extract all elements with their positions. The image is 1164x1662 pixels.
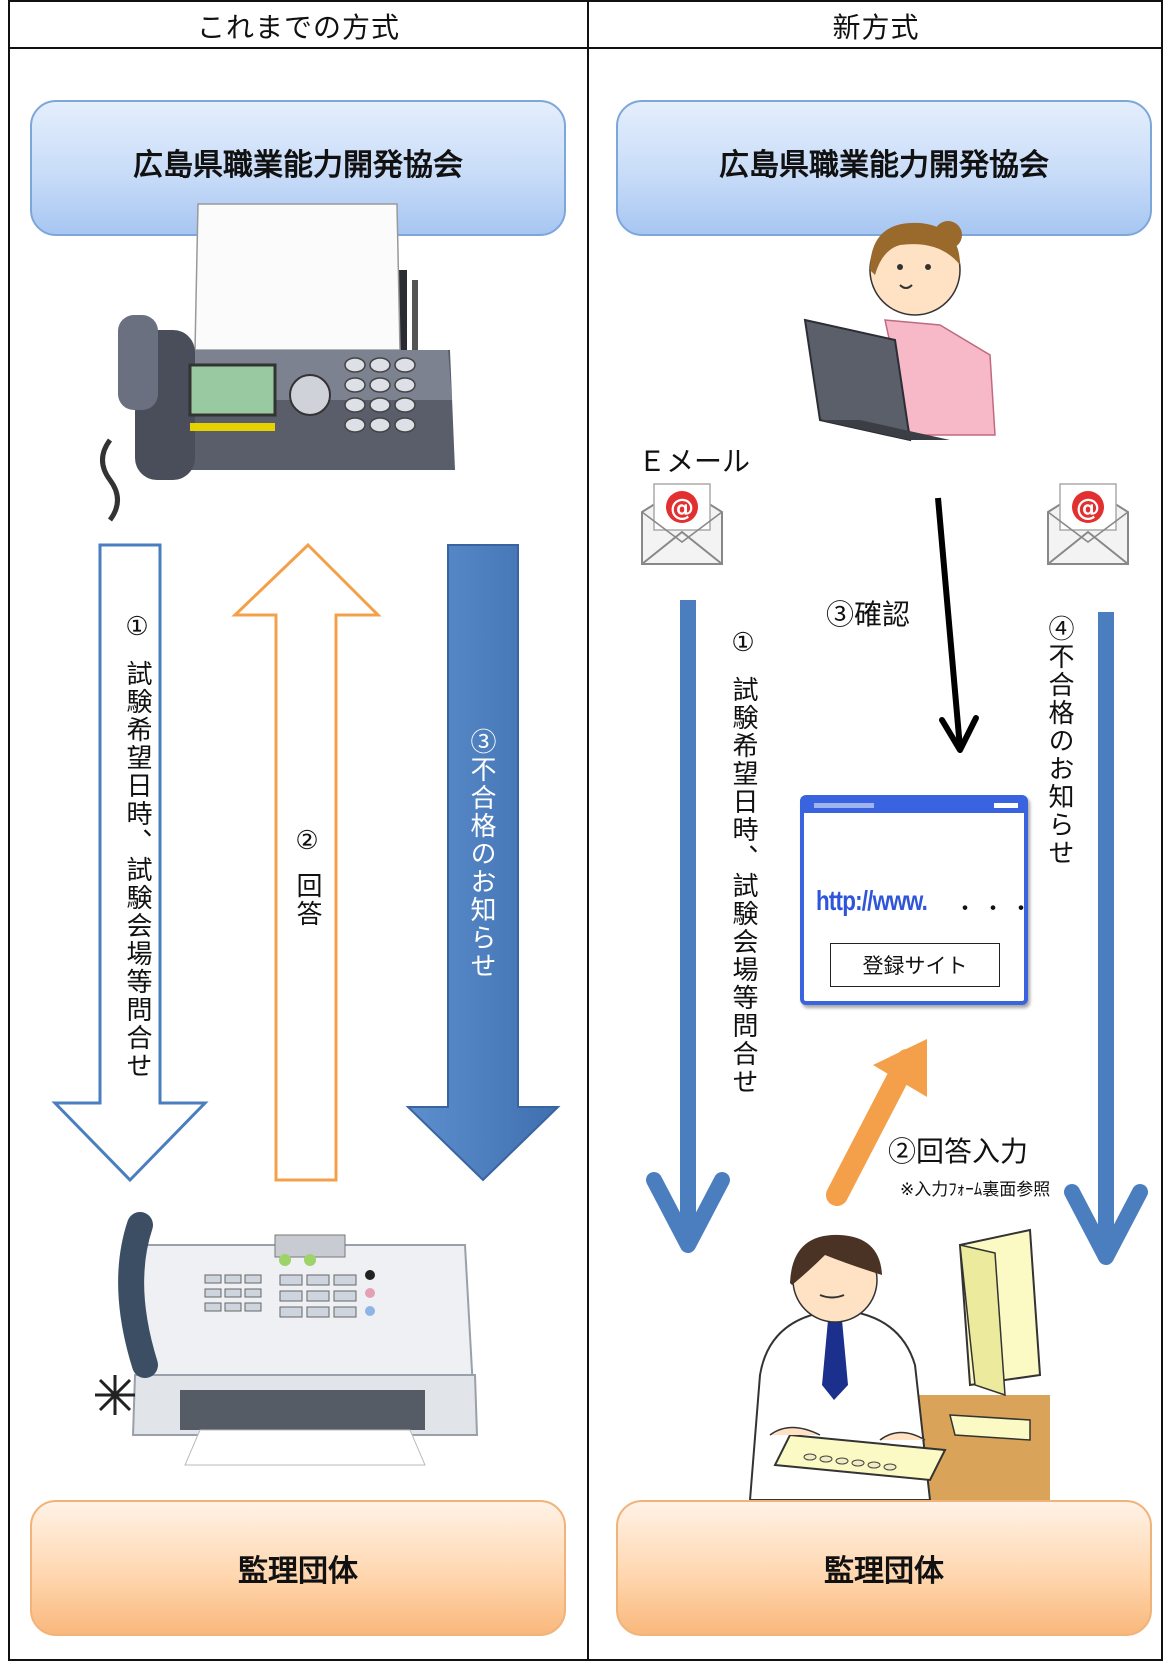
right-column-title: 新方式 bbox=[832, 11, 920, 44]
email-envelope-icon-right: @ bbox=[1047, 483, 1129, 565]
confirm-arrow bbox=[935, 497, 979, 753]
fax-printer-icon bbox=[95, 1212, 479, 1466]
staff-woman-laptop-icon bbox=[803, 221, 996, 442]
left-association-label: 広島県職業能力開発協会 bbox=[133, 148, 463, 183]
answer-input-note: ※入力ﾌｫｰﾑ裏面参照 bbox=[900, 1180, 1051, 1200]
left-column-title: これまでの方式 bbox=[196, 11, 400, 44]
registration-site-button[interactable]: 登録サイト bbox=[830, 943, 1000, 987]
email-at-symbol-right: @ bbox=[1076, 494, 1100, 522]
supervisor-man-computer-icon bbox=[748, 1228, 1050, 1501]
right-association-label: 広島県職業能力開発協会 bbox=[719, 148, 1049, 183]
registration-browser-window: http://www. ・・・ 登録サイト bbox=[800, 795, 1032, 1005]
column-divider bbox=[587, 0, 589, 1661]
header-divider bbox=[8, 47, 1163, 49]
left-supervising-org-box: 監理団体 bbox=[30, 1500, 566, 1636]
table-frame bbox=[8, 0, 1163, 1661]
answer-input-arrow bbox=[826, 1039, 927, 1206]
left-supervising-org-label: 監理団体 bbox=[238, 1554, 358, 1589]
right-fail-notice-arrow bbox=[1064, 612, 1148, 1265]
left-answer-arrow bbox=[231, 542, 382, 1182]
email-label: Ｅメール bbox=[638, 445, 751, 478]
right-inquiry-arrow bbox=[646, 600, 730, 1253]
confirm-label: ③確認 bbox=[826, 598, 911, 631]
left-inquiry-arrow bbox=[51, 543, 209, 1183]
left-fail-notice-arrow bbox=[405, 544, 561, 1182]
right-inquiry-number: ① bbox=[728, 628, 758, 660]
fax-machine-icon bbox=[100, 203, 455, 522]
left-fail-notice-label: ③不合格のお知らせ bbox=[466, 728, 496, 980]
email-envelope-icon-left: @ bbox=[641, 483, 723, 565]
left-answer-number: ② bbox=[292, 826, 322, 858]
right-supervising-org-label: 監理団体 bbox=[824, 1554, 944, 1589]
left-answer-label: 回答 bbox=[292, 872, 322, 928]
right-supervising-org-box: 監理団体 bbox=[616, 1500, 1152, 1636]
answer-input-label: ②回答入力 bbox=[888, 1135, 1029, 1168]
email-at-symbol-left: @ bbox=[670, 494, 694, 522]
left-inquiry-label: 試験希望日時、試験会場等問合せ bbox=[122, 660, 152, 1080]
right-inquiry-label: 試験希望日時、試験会場等問合せ bbox=[728, 676, 758, 1096]
browser-titlebar bbox=[804, 799, 1024, 813]
browser-ellipsis: ・・・ bbox=[954, 897, 1039, 922]
left-inquiry-number: ① bbox=[122, 612, 152, 644]
browser-url-text: http://www. bbox=[816, 885, 928, 916]
right-fail-notice-label: ④不合格のお知らせ bbox=[1044, 615, 1074, 867]
